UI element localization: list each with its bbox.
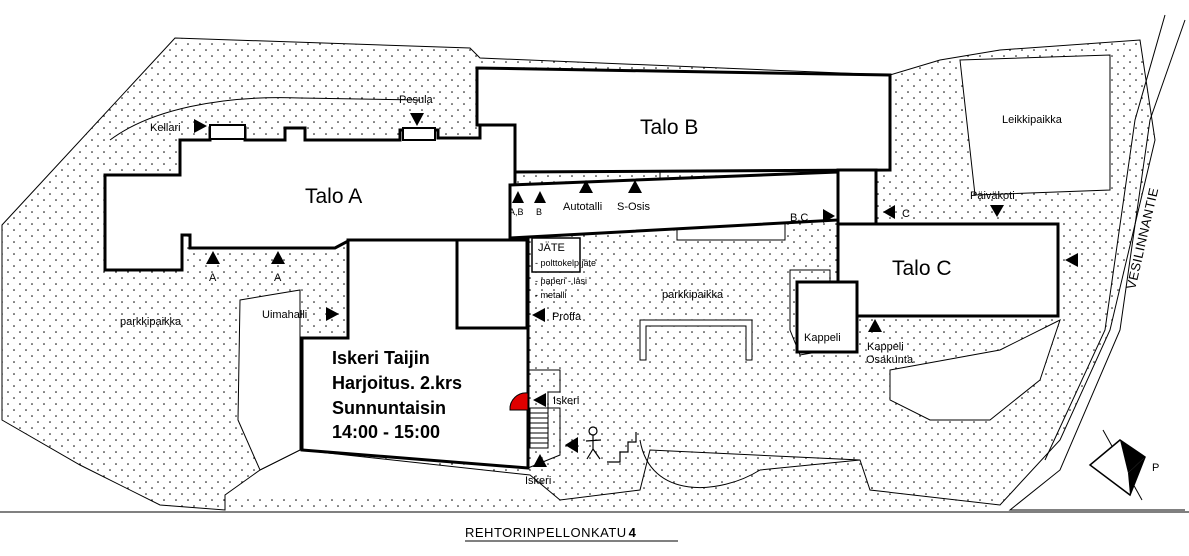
label-leikkipaikka: Leikkipaikka: [1002, 114, 1063, 126]
label-entrance-c: C: [902, 208, 910, 220]
label-talo-a: Talo A: [305, 185, 362, 208]
parking-island: [639, 319, 753, 361]
label-sosis: S-Osis: [617, 201, 651, 213]
outdoor-stairs: [607, 432, 637, 463]
info-line-1: Iskeri Taijin: [332, 348, 430, 368]
iskeri-location-marker: [509, 392, 529, 411]
info-line-4: 14:00 - 15:00: [332, 422, 440, 442]
label-uimahalli: Uimahalli: [262, 309, 307, 321]
entrance-a1-icon: [206, 251, 220, 264]
label-pesula: Pesula: [399, 94, 434, 106]
label-entrance-a2: A: [274, 272, 282, 284]
label-parkki-mid: parkkipaikka: [662, 289, 724, 301]
label-autotalli: Autotalli: [563, 201, 602, 213]
label-paivakoti: Päiväkoti: [970, 190, 1015, 202]
street-name: REHTORINPELLONKATU: [465, 525, 627, 540]
entrance-bc-icon: [823, 209, 835, 223]
entrance-ab-icon: [512, 191, 524, 203]
talo-c-east-entrance-icon: [1065, 253, 1078, 267]
lawn-west: [237, 289, 301, 471]
label-proffa: Proffa: [552, 311, 582, 323]
building-talo-b: [475, 66, 892, 174]
info-line-3: Sunnuntaisin: [332, 398, 446, 418]
label-kappeli-osakunta-2: Osakunta: [866, 354, 914, 366]
iskeri-entrance-outline: [527, 369, 561, 469]
person-icon: [585, 426, 602, 460]
autotalli-arrow-icon: [579, 180, 593, 193]
label-talo-b: Talo B: [640, 116, 698, 139]
jate-title: JÄTE: [538, 242, 565, 254]
kellari-arrow-icon: [194, 119, 207, 133]
uimahalli-arrow-icon: [326, 307, 339, 321]
iskeri-walk-arrow-icon: [565, 437, 578, 453]
iskeri-top-arrow-icon: [533, 393, 546, 407]
jate-line-3: - metalli: [535, 290, 567, 300]
label-entrance-a1: A: [209, 272, 217, 284]
building-talo-c: [836, 222, 1060, 318]
compass-label: P: [1152, 462, 1159, 474]
street-number: 4: [629, 525, 637, 540]
iskeri-stairs: [529, 407, 549, 449]
jate-box: [531, 237, 581, 273]
label-iskeri-top: Iskeri: [553, 395, 579, 407]
info-line-2: Harjoitus. 2.krs: [332, 373, 462, 393]
building-talo-c-link: [836, 168, 878, 226]
jate-line-2: - paperi - lasi: [535, 276, 587, 286]
entrance-c-icon: [883, 205, 895, 219]
label-parkki-left: parkkipaikka: [120, 316, 182, 328]
driveway: [639, 439, 861, 489]
label-iskeri-bottom: Iskeri: [525, 475, 551, 487]
building-kappeli: [795, 280, 859, 354]
sosis-arrow-icon: [628, 180, 642, 193]
kappeli-osakunta-arrow-icon: [868, 319, 882, 332]
label-kellari: Kellari: [150, 122, 181, 134]
jate-line-1: - polttokelp.jäte: [535, 258, 596, 268]
kellari-path: [109, 97, 421, 141]
road-edge-east-2: [1044, 14, 1166, 461]
building-proffa: [455, 238, 529, 330]
road-edge-east: [1008, 19, 1186, 511]
kellari-block: [209, 124, 246, 140]
label-kappeli-osakunta-1: Kappeli: [867, 341, 904, 353]
label-kappeli: Kappeli: [804, 332, 841, 344]
iskeri-bottom-arrow-icon: [533, 454, 547, 467]
pesula-block: [402, 127, 436, 141]
lawn-southeast: [889, 319, 1061, 421]
proffa-arrow-icon: [532, 308, 545, 322]
label-entrance-b: B: [536, 207, 542, 217]
compass-icon: P: [1088, 429, 1159, 501]
leikkipaikka-area: [959, 54, 1111, 196]
entrance-b-icon: [534, 191, 546, 203]
label-entrance-ab: A,B: [509, 207, 524, 217]
entrance-a2-icon: [271, 251, 285, 264]
pesula-arrow-icon: [410, 113, 424, 126]
label-talo-c: Talo C: [892, 257, 952, 280]
paivakoti-arrow-icon: [990, 205, 1004, 217]
label-entrance-bc: B,C: [790, 212, 808, 224]
